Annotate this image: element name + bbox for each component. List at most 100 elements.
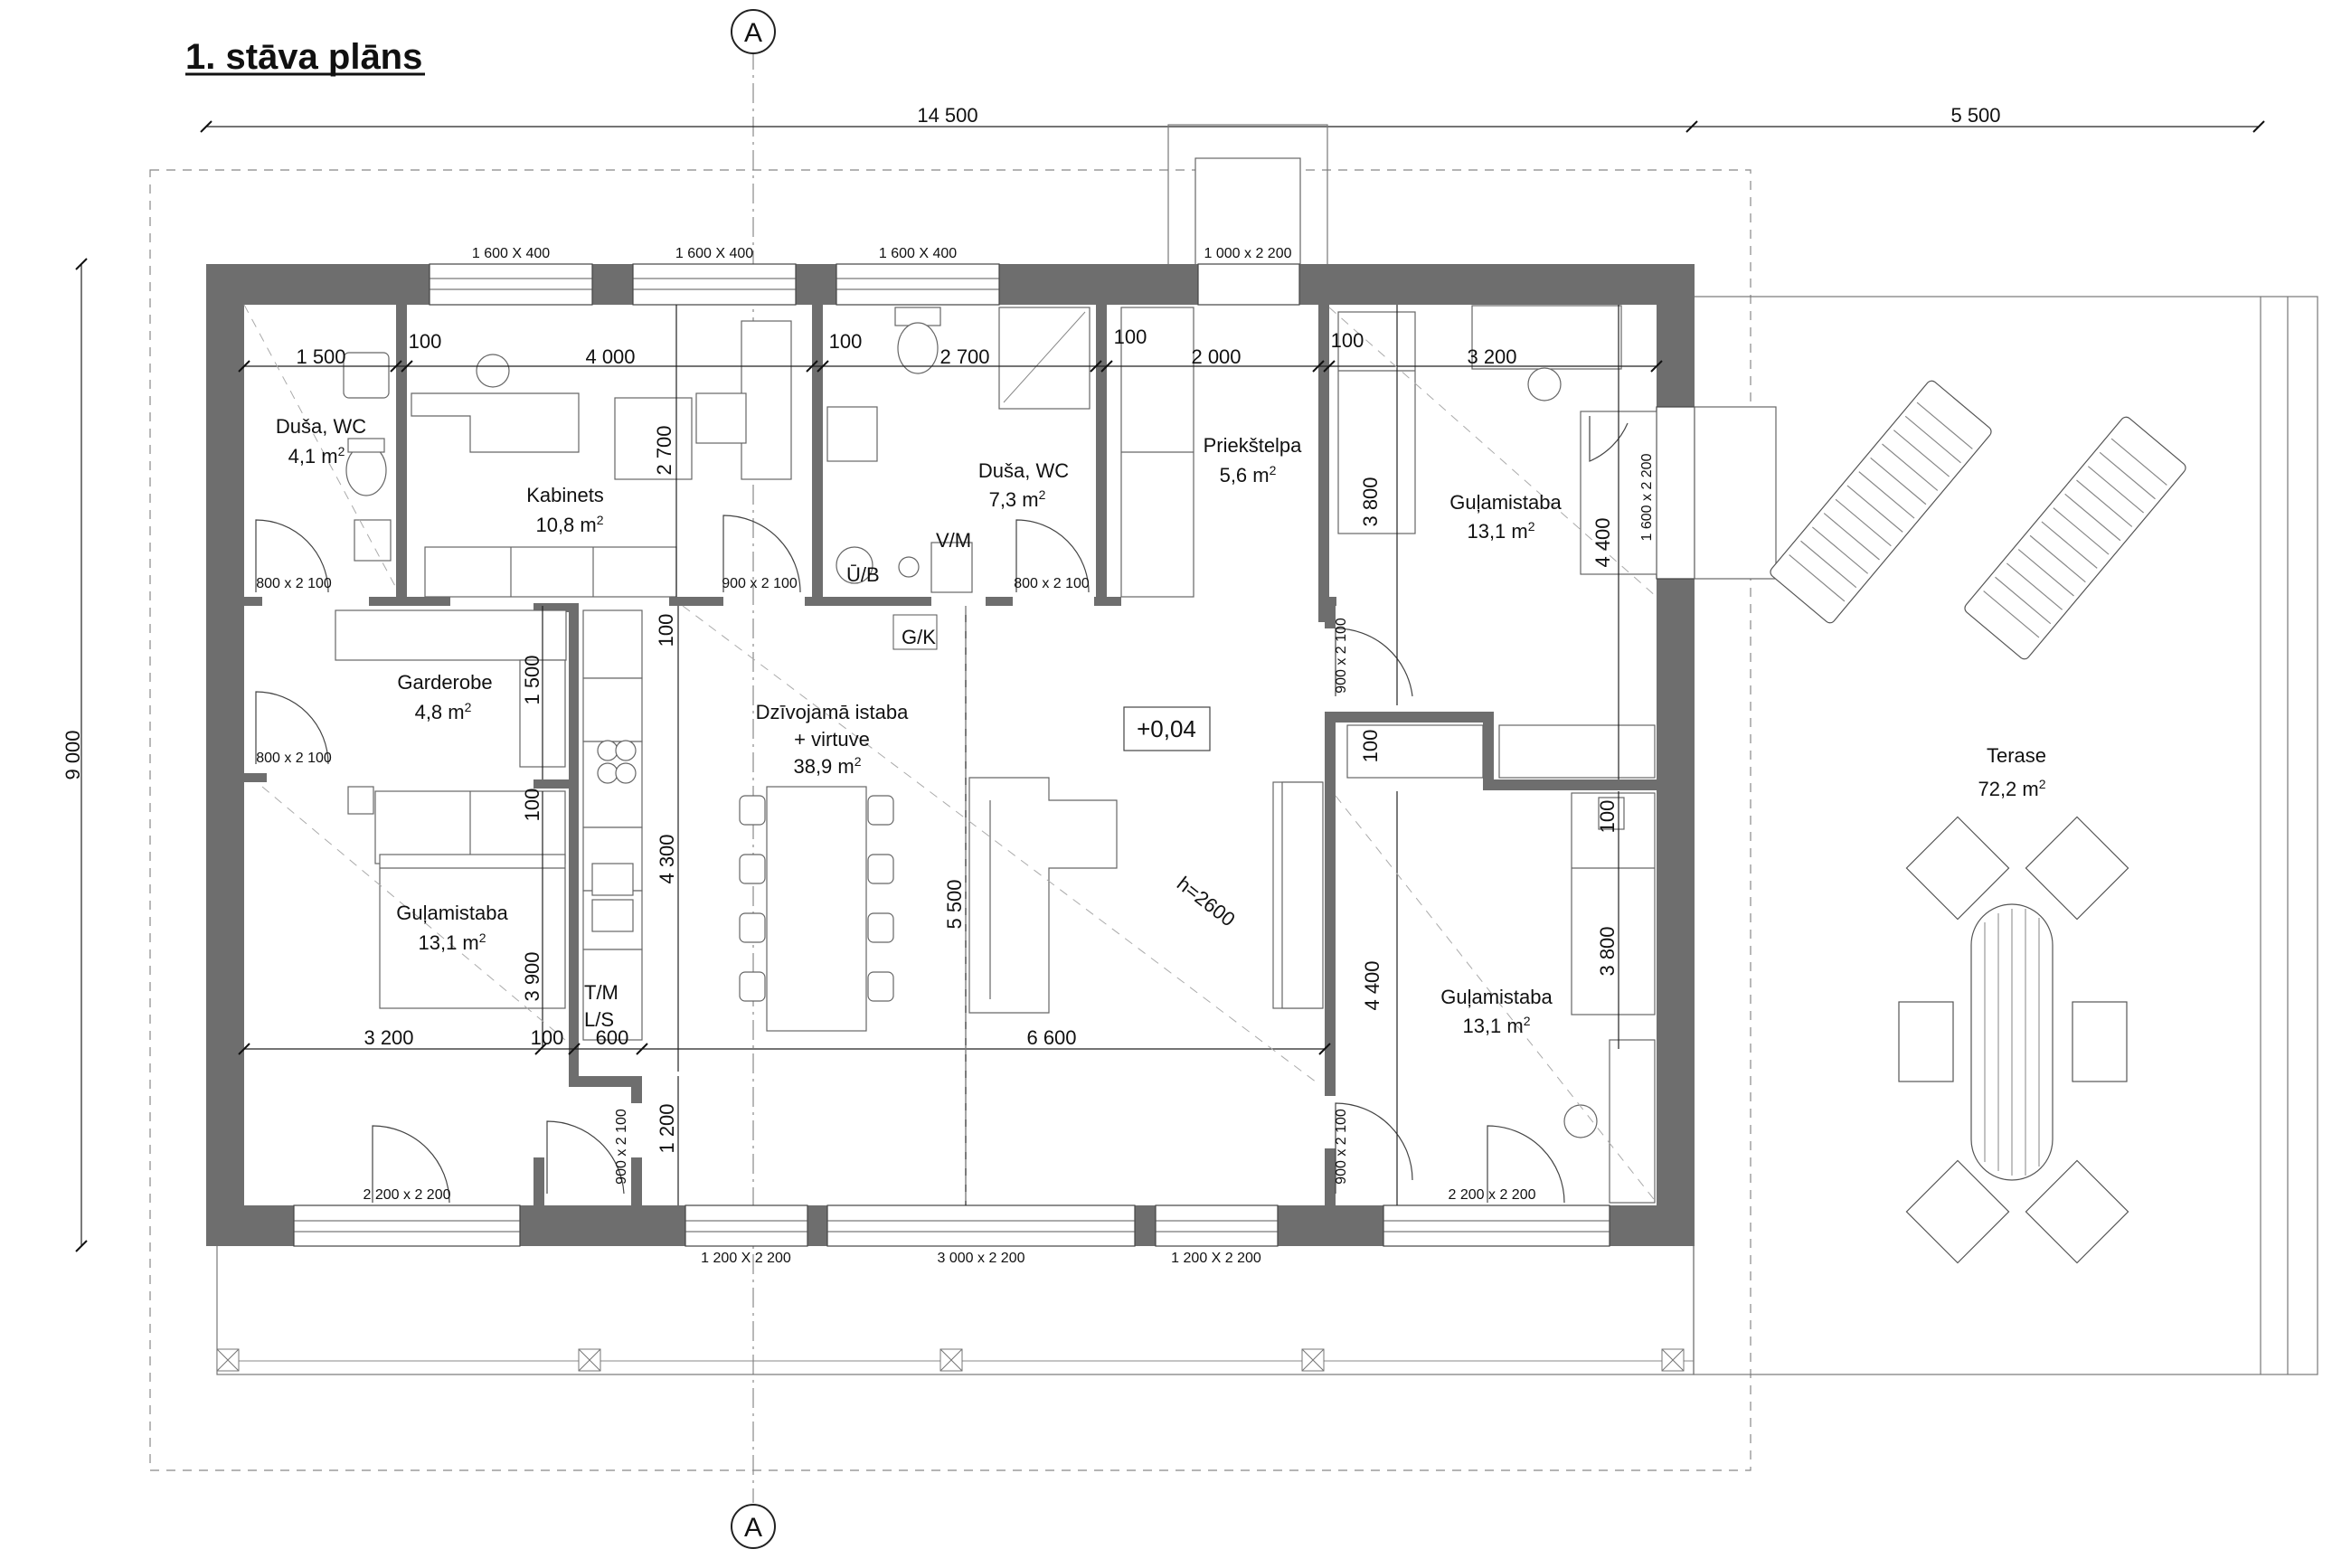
terrace-posts [216,1348,1685,1372]
svg-text:1 000 x 2 200: 1 000 x 2 200 [1204,246,1292,261]
dining-chairs [739,795,894,1002]
svg-text:1 500: 1 500 [296,345,345,368]
svg-text:4 300: 4 300 [656,834,678,883]
svg-text:100: 100 [1331,329,1364,352]
living-furniture [739,777,1324,1032]
dim-ticks [238,360,1663,1055]
svg-text:100: 100 [409,330,442,353]
svg-text:100: 100 [829,330,863,353]
svg-text:1 600 X 400: 1 600 X 400 [675,246,753,261]
room-diagonals [243,304,1657,1204]
svg-text:900 x 2 100: 900 x 2 100 [1334,618,1349,694]
room-dusa-wc-1-area: 4,1 m2 [288,444,345,468]
level-label: +0,04 [1137,715,1196,742]
svg-text:900 x 2 100: 900 x 2 100 [722,576,798,591]
room-dusa-wc-2-area: 7,3 m2 [989,487,1046,511]
height-dim-ticks [75,258,88,1252]
room-kabinets-name: Kabinets [526,484,604,506]
svg-text:L/S: L/S [584,1008,614,1031]
room-dusa-wc-1-name: Duša, WC [276,415,366,438]
svg-text:100: 100 [1596,800,1619,834]
se-bedroom-furniture [1563,792,1656,1138]
svg-text:4 400: 4 400 [1361,960,1383,1010]
terrace-dining-set [1898,816,2129,1264]
room-gulamistaba-sw-area: 13,1 m2 [418,930,486,954]
svg-text:G/K: G/K [902,626,936,648]
room-gulamistaba-ne-name: Guļamistaba [1449,491,1562,514]
level-box [1123,706,1211,751]
svg-text:4 400: 4 400 [1591,517,1614,567]
svg-text:600: 600 [596,1026,629,1049]
svg-text:4 000: 4 000 [585,345,635,368]
room-garderobe-area: 4,8 m2 [415,700,472,723]
svg-text:5 500: 5 500 [943,879,966,929]
svg-text:3 000 x 2 200: 3 000 x 2 200 [938,1251,1025,1266]
svg-text:Ū/B: Ū/B [846,563,880,586]
svg-text:1 200 X 2 200: 1 200 X 2 200 [701,1251,791,1266]
room-terase-area: 72,2 m2 [1978,777,2045,800]
room-gulamistaba-ne-area: 13,1 m2 [1467,519,1534,543]
svg-text:3 200: 3 200 [364,1026,413,1049]
kitchen-appliances [591,740,637,932]
svg-text:2 700: 2 700 [653,425,675,475]
svg-text:100: 100 [1114,326,1147,348]
dim-house-width: 14 500 [917,104,977,127]
equipment-labels: Ū/B V/M G/K T/M L/S [584,529,971,1031]
svg-text:100: 100 [531,1026,564,1049]
dim-height: 9 000 [61,730,84,779]
svg-text:1 600 x 2 200: 1 600 x 2 200 [1639,453,1655,541]
office-furniture [411,320,792,480]
interior-walls [244,305,1657,1205]
room-priekstelpa-area: 5,6 m2 [1220,463,1277,486]
inner-dimension-lines [244,305,1657,1205]
entry-step [1194,157,1301,268]
sw-bedroom-furniture [347,786,566,1009]
svg-text:3 200: 3 200 [1467,345,1516,368]
room-priekstelpa-name: Priekštelpa [1204,434,1303,457]
svg-text:1 600 X 400: 1 600 X 400 [472,246,550,261]
room-garderobe-name: Garderobe [397,671,492,694]
svg-text:3 900: 3 900 [521,951,543,1001]
section-mark-top [731,9,776,54]
svg-text:100: 100 [1359,730,1382,763]
svg-text:900 x 2 100: 900 x 2 100 [1334,1109,1349,1185]
room-dusa-wc-2-name: Duša, WC [978,459,1069,482]
section-mark-top-label: A [744,18,762,48]
window-labels: 1 600 X 400 1 600 X 400 1 600 X 400 1 00… [364,246,1655,1266]
svg-text:3 800: 3 800 [1596,926,1619,976]
svg-text:2 200 x 2 200: 2 200 x 2 200 [364,1187,451,1203]
windows [293,263,1777,1247]
plan-title: 1. stāva plāns [185,37,422,77]
inner-dim-labels: 1 500 4 000 2 700 2 000 3 200 100 100 10… [296,326,1619,1154]
room-gulamistaba-sw-name: Guļamistaba [396,902,508,924]
svg-text:1 200: 1 200 [656,1103,678,1153]
ceiling-height: h=2600 [1173,872,1240,930]
svg-text:100: 100 [521,789,543,822]
svg-text:2 700: 2 700 [939,345,989,368]
svg-text:100: 100 [655,614,677,647]
room-kabinets-area: 10,8 m2 [535,513,603,536]
svg-text:V/M: V/M [936,529,971,552]
bathroom-fixtures [343,307,1091,593]
svg-text:800 x 2 100: 800 x 2 100 [1014,576,1090,591]
room-gulamistaba-se-area: 13,1 m2 [1462,1014,1530,1037]
roof-outline [149,169,1751,1471]
svg-text:1 500: 1 500 [521,655,543,704]
room-living-area: 38,9 m2 [793,754,861,778]
room-labels: Duša, WC 4,1 m2 Kabinets 10,8 m2 Duša, W… [276,415,2046,1037]
section-mark-bottom-label: A [744,1513,762,1543]
door-labels: 800 x 2 100 900 x 2 100 800 x 2 100 800 … [256,576,1349,1185]
svg-text:800 x 2 100: 800 x 2 100 [256,751,332,766]
svg-text:1 600 X 400: 1 600 X 400 [879,246,957,261]
sun-loungers [1770,380,2186,660]
svg-text:1 200 X 2 200: 1 200 X 2 200 [1171,1251,1261,1266]
svg-text:900 x 2 100: 900 x 2 100 [614,1109,629,1185]
window-sill-lines [294,278,1610,1233]
svg-text:2 200 x 2 200: 2 200 x 2 200 [1449,1187,1536,1203]
svg-text:2 000: 2 000 [1191,345,1241,368]
room-living-name: Dzīvojamā istaba [756,701,910,723]
room-terase-name: Terase [1987,744,2046,767]
svg-text:3 800: 3 800 [1359,477,1382,526]
svg-text:6 600: 6 600 [1026,1026,1076,1049]
